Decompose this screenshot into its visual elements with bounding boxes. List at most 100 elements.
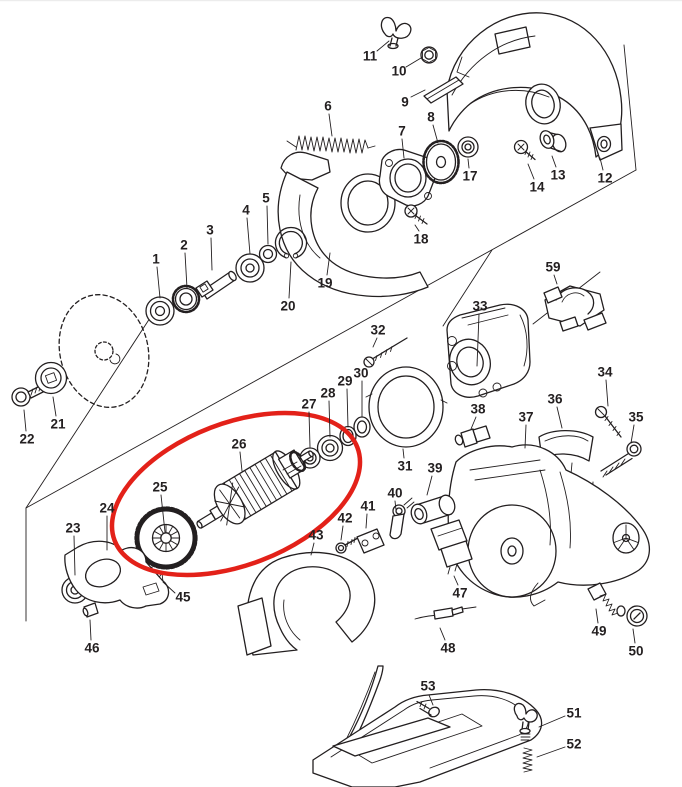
- part-59-brush-holder-unit: [543, 285, 607, 332]
- part-8-knob: [422, 139, 460, 185]
- part-47-switch: [430, 519, 473, 575]
- leader-line-21: [52, 396, 57, 417]
- part-35-bolt: [600, 441, 642, 478]
- part-label-7: 7: [398, 124, 406, 139]
- part-label-53: 53: [420, 679, 436, 694]
- part-label-5: 5: [262, 191, 270, 206]
- leader-line-39: [426, 475, 433, 496]
- part-label-30: 30: [353, 366, 368, 381]
- part-label-31: 31: [397, 459, 413, 474]
- leader-line-6: [328, 113, 333, 137]
- part-label-21: 21: [50, 417, 66, 432]
- leader-line-37: [524, 424, 527, 449]
- window-top-edge: [0, 0, 682, 2]
- leader-line-59: [553, 274, 558, 285]
- leader-line-48: [439, 627, 446, 641]
- part-label-8: 8: [427, 110, 435, 125]
- part-34-screw: [594, 405, 622, 438]
- leader-lines: [23, 40, 636, 758]
- leader-line-47: [453, 575, 459, 586]
- part-label-46: 46: [84, 641, 100, 656]
- leader-line-5: [266, 205, 269, 245]
- leader-line-9: [410, 89, 426, 98]
- part-label-27: 27: [301, 397, 316, 412]
- part-38-brush-spring: [454, 425, 491, 448]
- part-26-armature: [196, 449, 314, 529]
- part-label-34: 34: [597, 365, 613, 380]
- part-label-45: 45: [175, 590, 191, 605]
- leader-line-10: [405, 57, 422, 68]
- part-label-43: 43: [308, 528, 324, 543]
- leader-line-41: [365, 513, 368, 529]
- leader-line-8: [432, 124, 439, 144]
- part-50-brush-cap: [626, 605, 648, 627]
- part-41-link-plate: [356, 528, 385, 554]
- part-28-ball-bearing: [316, 434, 344, 462]
- part-label-51: 51: [566, 706, 582, 721]
- part-label-3: 3: [206, 223, 214, 238]
- part-label-47: 47: [452, 586, 467, 601]
- highlight-ellipse: [109, 410, 363, 578]
- part-label-40: 40: [387, 486, 402, 501]
- part-label-52: 52: [566, 737, 581, 752]
- part-9-plate: [423, 76, 464, 104]
- part-label-50: 50: [628, 644, 643, 659]
- part-label-22: 22: [19, 432, 34, 447]
- part-48-wire: [414, 606, 477, 620]
- leader-line-40: [394, 500, 397, 511]
- part-3-spindle: [195, 270, 237, 300]
- part-2-clamp-nut: [171, 284, 201, 314]
- part-label-20: 20: [280, 299, 295, 314]
- part-label-32: 32: [370, 323, 385, 338]
- leader-line-38: [470, 416, 477, 430]
- part-37-motor-housing: [447, 444, 651, 607]
- leader-line-14: [527, 163, 535, 180]
- part-label-59: 59: [545, 260, 560, 275]
- leader-line-46: [89, 619, 92, 641]
- part-13-roller: [539, 130, 567, 153]
- part-32-screw: [363, 337, 408, 368]
- part-label-42: 42: [337, 511, 352, 526]
- part-label-14: 14: [529, 180, 545, 195]
- part-25-gear: [134, 506, 198, 570]
- part-label-9: 9: [401, 95, 409, 110]
- leader-line-31: [402, 448, 405, 459]
- part-10-nut: [420, 46, 438, 64]
- part-label-13: 13: [550, 168, 566, 183]
- leader-line-29: [346, 388, 349, 428]
- leader-line-1: [156, 266, 161, 299]
- leader-line-23: [73, 535, 76, 576]
- leader-line-2: [184, 252, 188, 289]
- part-1-inner-flange: [145, 296, 175, 326]
- part-label-28: 28: [320, 386, 336, 401]
- part-46-pin: [82, 602, 99, 618]
- part-49-carbon-brush: [587, 582, 626, 617]
- leader-line-27: [308, 411, 311, 448]
- part-label-10: 10: [391, 64, 406, 79]
- case-sticker: [494, 26, 531, 55]
- leader-line-26: [239, 451, 243, 472]
- part-label-11: 11: [363, 49, 378, 64]
- leader-line-43: [310, 542, 315, 556]
- part-label-4: 4: [242, 203, 250, 218]
- part-label-17: 17: [462, 169, 477, 184]
- part-21-outer-flange: [34, 361, 68, 395]
- part-40-nozzle: [389, 497, 415, 540]
- part-label-6: 6: [324, 99, 332, 114]
- part-label-29: 29: [337, 374, 352, 389]
- part-52-spring: [522, 747, 533, 773]
- leader-line-13: [551, 155, 557, 168]
- part-42-screw: [335, 537, 358, 554]
- leader-line-17: [467, 158, 470, 169]
- leader-line-22: [23, 409, 27, 432]
- part-18-screw: [404, 204, 428, 225]
- leader-line-45: [162, 581, 176, 594]
- part-label-18: 18: [413, 232, 429, 247]
- part-label-26: 26: [231, 437, 247, 452]
- leader-line-19: [326, 252, 331, 276]
- part-label-33: 33: [472, 299, 488, 314]
- part-4-ball-bearing: [235, 253, 265, 283]
- leader-line-7: [401, 138, 405, 159]
